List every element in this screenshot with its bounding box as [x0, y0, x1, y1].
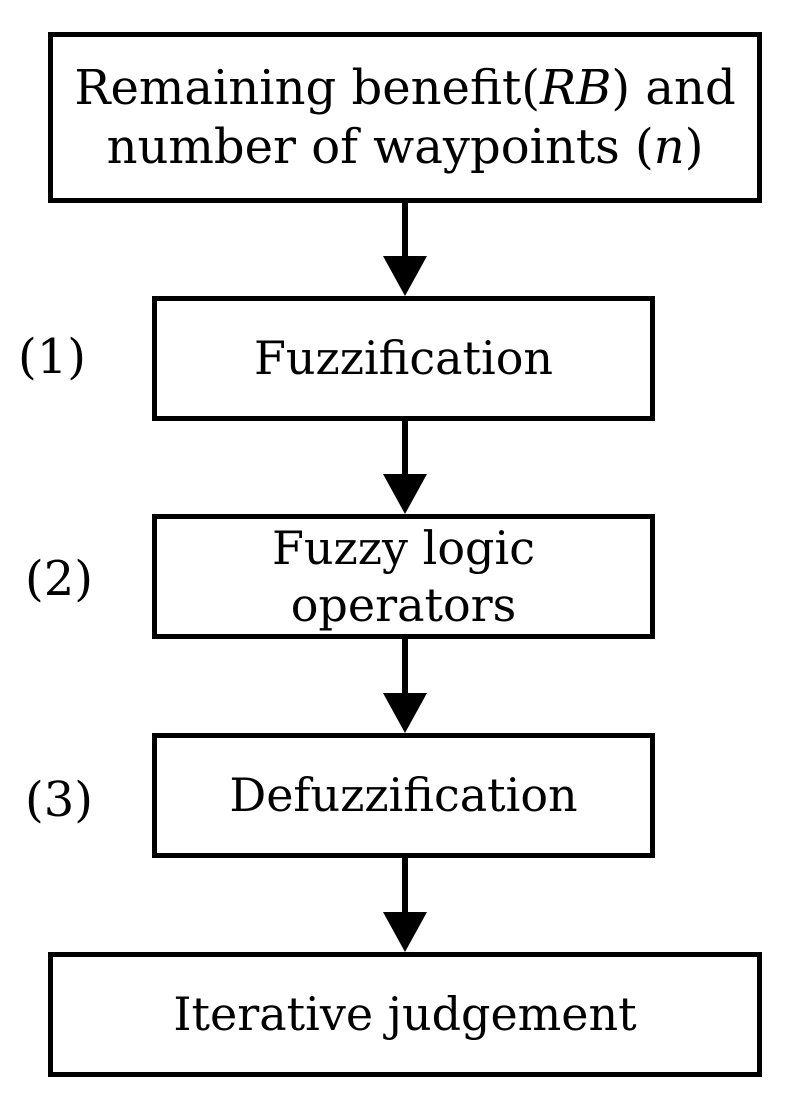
- input-line-2: number of waypoints (n): [107, 118, 704, 177]
- rb-variable: RB: [540, 59, 612, 116]
- iterative-judgement-box: Iterative judgement: [48, 952, 762, 1077]
- fuzzification-label: Fuzzification: [253, 331, 554, 386]
- input-line-1-end: ) and: [611, 59, 736, 116]
- operators-line-1: Fuzzy logic: [272, 521, 535, 576]
- fuzzy-operators-box: Fuzzy logic operators: [152, 514, 655, 639]
- arrowhead-operators: [383, 474, 427, 514]
- input-line-2-text: number of waypoints (: [106, 118, 654, 175]
- input-line-1: Remaining benefit(RB) and: [74, 59, 735, 118]
- arrowhead-defuzzification: [383, 693, 427, 733]
- arrowhead-fuzzification: [383, 256, 427, 296]
- iterative-judgement-label: Iterative judgement: [173, 987, 637, 1042]
- fuzzification-box: Fuzzification: [152, 296, 655, 421]
- input-line-2-end: ): [684, 118, 704, 175]
- step-label-2: (2): [25, 551, 93, 607]
- arrowhead-iterative: [383, 912, 427, 952]
- defuzzification-box: Defuzzification: [152, 733, 655, 858]
- n-variable: n: [653, 118, 685, 175]
- step-label-3: (3): [25, 772, 93, 828]
- input-line-1-text: Remaining benefit(: [74, 59, 540, 116]
- step-label-1: (1): [18, 329, 86, 385]
- operators-line-2: operators: [290, 577, 517, 632]
- input-box: Remaining benefit(RB) and number of wayp…: [48, 32, 762, 203]
- defuzzification-label: Defuzzification: [229, 768, 578, 823]
